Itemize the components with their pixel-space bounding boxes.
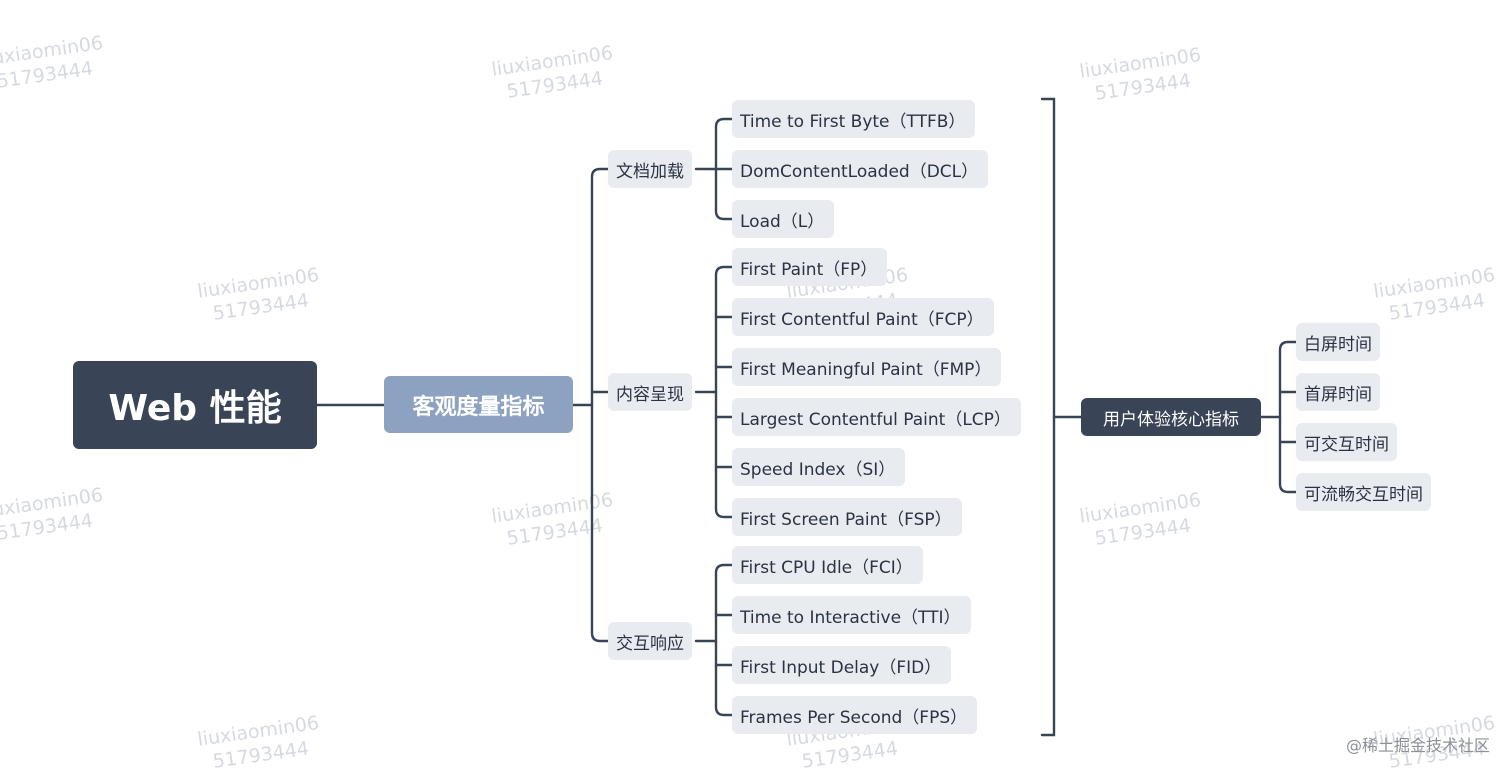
- site-credit: @稀土掘金技术社区: [1345, 736, 1490, 755]
- metric-fsp: First Screen Paint（FSP）: [732, 498, 962, 536]
- core-metrics-node: 用户体验核心指标: [1081, 398, 1261, 436]
- connector-line: [1278, 340, 1298, 494]
- metric-si: Speed Index（SI）: [732, 448, 906, 486]
- ux-white-screen-time: 白屏时间: [1296, 323, 1380, 361]
- root-node: Web 性能: [73, 361, 317, 449]
- connector-line: [1040, 97, 1056, 737]
- metric-fid: First Input Delay（FID）: [732, 646, 952, 684]
- category-content-rendering: 内容呈现: [608, 373, 692, 411]
- metric-fp: First Paint（FP）: [732, 248, 888, 286]
- metric-tti: Time to Interactive（TTI）: [732, 596, 971, 634]
- category-document-loading: 文档加载: [608, 150, 692, 188]
- metric-fmp: First Meaningful Paint（FMP）: [732, 348, 1002, 386]
- metric-load: Load（L）: [732, 200, 835, 238]
- metric-ttfb: Time to First Byte（TTFB）: [732, 100, 976, 138]
- connector-line: [714, 265, 734, 519]
- metric-dcl: DomContentLoaded（DCL）: [732, 150, 989, 188]
- metric-fci: First CPU Idle（FCI）: [732, 546, 923, 584]
- ux-smooth-interactive-time: 可流畅交互时间: [1296, 473, 1431, 511]
- ux-first-screen-time: 首屏时间: [1296, 373, 1380, 411]
- connector-line: [590, 167, 610, 643]
- category-interaction-response: 交互响应: [608, 622, 692, 660]
- connector-line: [714, 563, 734, 717]
- ux-interactive-time: 可交互时间: [1296, 423, 1397, 461]
- metric-fps: Frames Per Second（FPS）: [732, 696, 978, 734]
- metric-lcp: Largest Contentful Paint（LCP）: [732, 398, 1021, 436]
- objective-metrics-node: 客观度量指标: [384, 376, 573, 433]
- metric-fcp: First Contentful Paint（FCP）: [732, 298, 994, 336]
